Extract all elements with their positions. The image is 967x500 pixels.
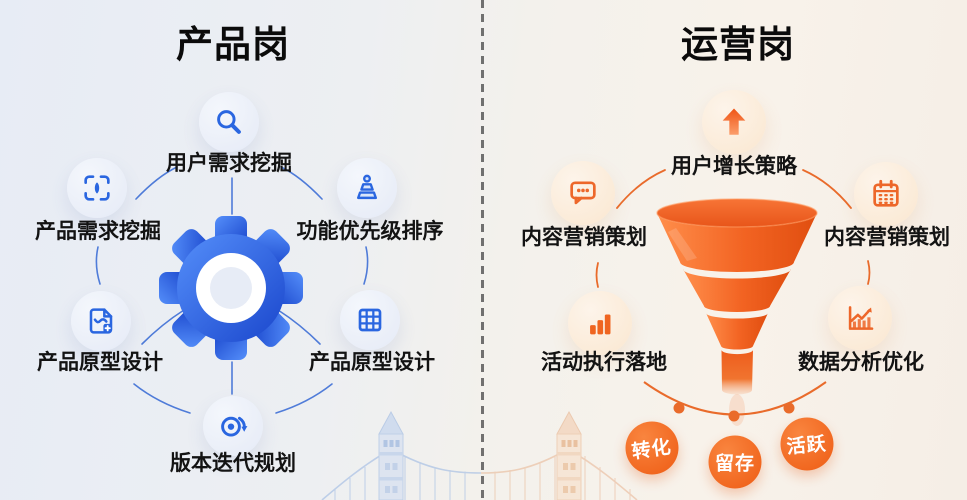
node-label: 产品原型设计 — [37, 351, 163, 374]
node-label: 产品需求挖掘 — [35, 220, 161, 243]
bridge-tower-left — [378, 410, 404, 500]
bridge-tower-right — [556, 410, 582, 500]
node-content-marketing-right — [854, 162, 918, 226]
node-user-research — [199, 92, 259, 152]
node-version-iteration — [203, 396, 263, 456]
badge-label: 活跃 — [786, 433, 829, 459]
document-chart-icon — [89, 308, 113, 334]
node-prototype-design-left — [71, 291, 131, 351]
iteration-arrow-icon — [221, 416, 248, 437]
arrow-up-icon — [722, 108, 746, 135]
divider-dashed-line — [481, 0, 484, 500]
bridge-illustration — [321, 410, 638, 500]
node-label: 内容营销策划 — [521, 226, 647, 249]
node-label: 用户需求挖掘 — [166, 152, 292, 175]
right-panel-title: 运营岗 — [681, 24, 795, 65]
node-label: 数据分析优化 — [798, 351, 924, 374]
calendar-icon — [873, 179, 899, 207]
node-label: 内容营销策划 — [824, 226, 950, 249]
connector-lines-left — [95, 166, 369, 414]
grid-table-icon — [358, 308, 382, 332]
connector-lines-right — [595, 169, 871, 288]
node-user-growth — [702, 90, 766, 154]
node-priority-ranking — [337, 158, 397, 218]
badge-active: 活跃 — [780, 417, 834, 471]
node-label: 活动执行落地 — [541, 351, 667, 374]
node-data-analysis — [828, 286, 892, 350]
node-label: 产品原型设计 — [309, 351, 435, 374]
badge-retention: 留存 — [708, 435, 762, 489]
node-label: 版本迭代规划 — [170, 452, 296, 475]
node-campaign-execution — [568, 291, 632, 355]
node-label: 用户增长策略 — [671, 155, 797, 178]
pyramid-rank-icon — [357, 174, 377, 200]
search-icon — [217, 110, 241, 134]
badge-conversion: 转化 — [625, 421, 679, 475]
node-label: 功能优先级排序 — [296, 220, 444, 243]
left-panel-title: 产品岗 — [176, 24, 290, 65]
line-chart-icon — [848, 306, 874, 330]
funnel-stage-dots — [643, 381, 827, 422]
funnel-icon — [656, 198, 818, 426]
node-content-marketing-left — [551, 161, 615, 225]
badge-label: 留存 — [714, 453, 755, 475]
badge-label: 转化 — [630, 436, 674, 464]
node-product-research — [67, 158, 127, 218]
scan-eye-icon — [84, 175, 110, 201]
chat-bubble-icon — [570, 181, 596, 205]
gear-icon — [159, 216, 303, 360]
node-prototype-design-right — [340, 290, 400, 350]
bar-chart-icon — [590, 314, 611, 335]
